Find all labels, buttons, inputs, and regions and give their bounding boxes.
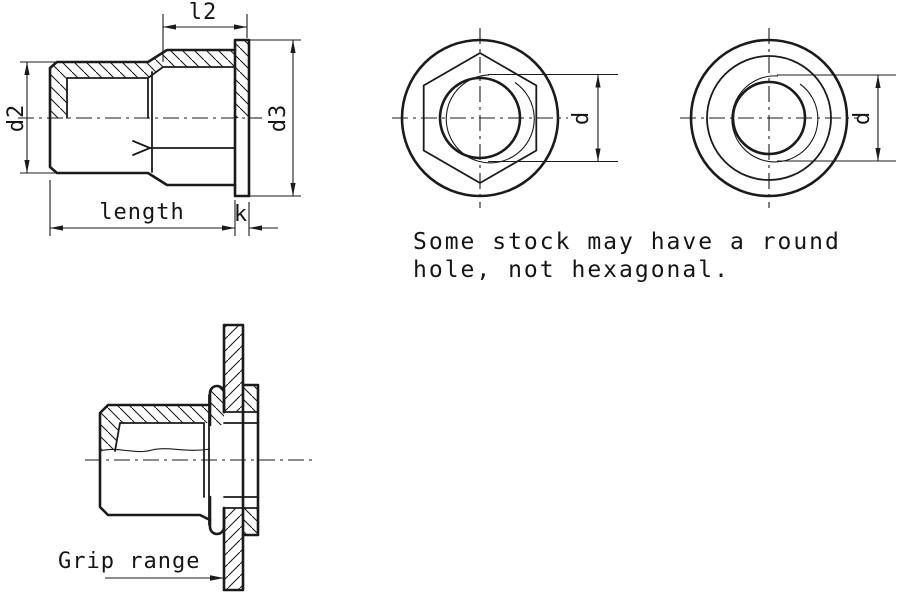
d-extension-lines [777,74,896,162]
nut-body-outline [98,403,212,522]
thread-arc [731,75,819,163]
d-extension-lines [488,73,618,163]
d-arrow-down [595,148,601,162]
dimension-label-length: length [99,200,184,225]
d3-arrow-down [290,183,296,196]
hex-hole [422,51,538,185]
bulge-lower [208,495,226,536]
dimension-label-d2: d2 [4,104,29,133]
d3-arrow-up [290,40,296,53]
k-arrow-left [249,225,262,231]
grip-range-arrow [210,575,224,581]
d2-extension-lines [20,61,57,174]
flange-circle [689,38,849,198]
dimension-label-d-hex: d [569,111,594,125]
break-line [99,448,211,453]
dimension-label-d3: d3 [266,104,291,133]
bore-lines [114,394,259,526]
flange-hatch-upper [243,385,258,412]
grip-range-label: Grip range [58,549,200,574]
nut-hatch-bulge [210,386,224,425]
bore-lines [66,66,236,173]
length-arrow-right [222,225,235,231]
length-arrow-left [50,225,63,231]
body-circle [706,55,832,181]
section-hatch-flange [235,40,249,118]
note-line-1: Some stock may have a round [413,229,841,255]
thread-arc [445,74,535,164]
thread-runout-chevron [132,140,153,156]
note: Some stock may have a round hole, not he… [413,229,841,283]
length-extension-lines [49,180,236,236]
l2-extension-lines [162,14,248,62]
side-section-view: d2 l2 d3 length k [4,0,301,236]
dimension-label-k: k [234,202,248,227]
outer-profile [48,48,237,187]
round-hole-front-view: d [680,28,896,208]
bore-circle [731,80,807,156]
hex-hole-front-view: d [392,28,618,208]
plate-hatch-lower [224,508,243,590]
d-arrow-down [875,148,881,161]
d3-extension-lines [249,39,301,197]
d2-arrow-up [24,62,30,75]
bulge-upper [208,384,226,427]
flange-outline [241,383,260,537]
d2-arrow-down [24,160,30,173]
l2-arrow-left [163,24,176,30]
bore-circle [438,76,522,160]
note-line-2: hole, not hexagonal. [413,257,730,283]
flange-hatch-lower [243,508,258,535]
flange-circle [400,38,560,198]
nut-hatch-top-wall [100,405,210,450]
installed-view: Grip range [58,323,312,592]
l2-arrow-right [234,24,247,30]
plate-hatch-upper [224,325,243,412]
flange-outline [233,38,251,198]
d-arrow-up [595,74,601,88]
k-extension-lines [248,202,278,236]
d-arrow-up [875,75,881,88]
dimension-label-l2: l2 [189,0,218,25]
dimension-label-d-round: d [850,111,875,125]
section-hatch-top-wall [50,50,235,118]
